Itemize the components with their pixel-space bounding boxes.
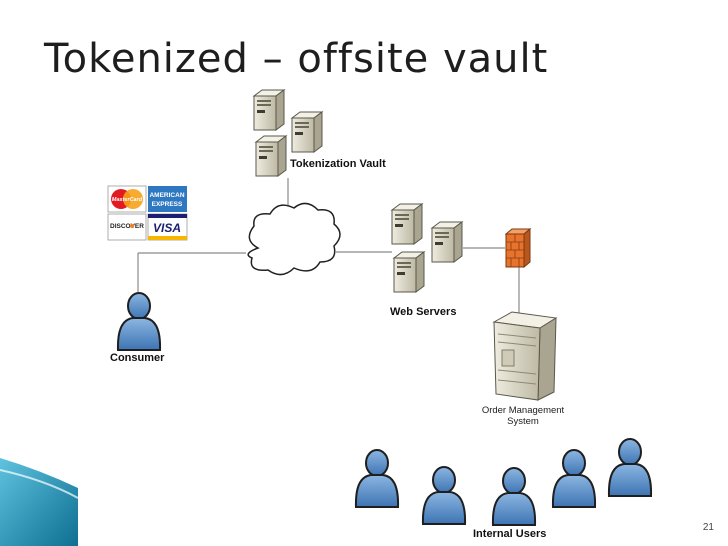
consumer-user-icon [116, 292, 162, 351]
page-number: 21 [702, 522, 714, 533]
firewall-icon [504, 227, 532, 269]
network-connections [137, 178, 520, 318]
amex-text-line2: EXPRESS [152, 201, 183, 208]
consumer-label: Consumer [110, 352, 165, 364]
mastercard-text: MasterCard [112, 197, 143, 203]
visa-logo: VISA [147, 213, 188, 241]
order-management-label-line1: Order Management [481, 405, 565, 416]
internal-users-icon [354, 438, 653, 526]
tokenization-vault-label: Tokenization Vault [290, 158, 386, 170]
discover-logo: DISCOVER [107, 213, 147, 241]
visa-text: VISA [153, 221, 181, 235]
internet-cloud-icon [247, 202, 341, 276]
discover-text: DISCOVER [110, 223, 144, 230]
web-servers-icon [391, 203, 463, 293]
order-management-label-line2: System [507, 416, 539, 427]
mastercard-logo: MasterCard [107, 185, 147, 213]
slide-accent-swoosh [0, 458, 78, 546]
amex-text-line1: AMERICAN [149, 192, 184, 199]
slide-title: Tokenized – offsite vault [44, 36, 549, 82]
credit-card-logos: MasterCard AMERICAN EXPRESS DISCOVER VIS… [107, 185, 188, 241]
order-management-label: Order Management System [474, 405, 572, 427]
web-servers-label: Web Servers [390, 306, 457, 318]
internal-users-label: Internal Users [473, 528, 547, 540]
amex-logo: AMERICAN EXPRESS [148, 186, 187, 212]
order-management-server-icon [492, 311, 558, 401]
